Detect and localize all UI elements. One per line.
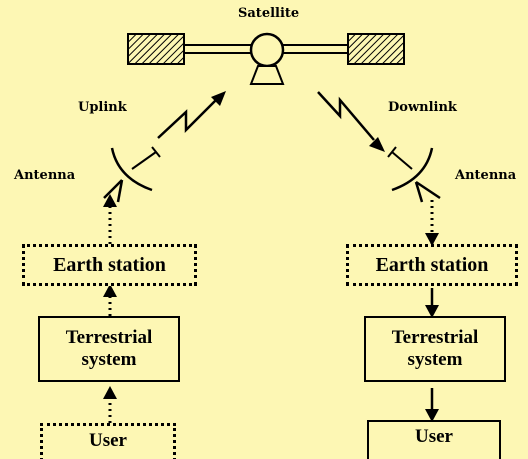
left-terrestrial-system-box: Terrestrial system [38, 316, 180, 382]
right-antenna-label: Antenna [455, 168, 517, 183]
left-antenna-label: Antenna [14, 168, 76, 183]
left-user-box: User [40, 423, 176, 459]
left-terrestrial-line2: system [81, 349, 137, 370]
left-user-label: User [89, 430, 127, 451]
uplink-arrowhead [211, 91, 226, 106]
downlink-arrowhead [369, 137, 385, 152]
left-terrestrial-line1: Terrestrial [65, 327, 153, 349]
right-user-label: User [415, 426, 453, 447]
right-terrestrial-system-box: Terrestrial system [364, 316, 506, 382]
satellite-body [249, 32, 285, 68]
right-user-box: User [367, 420, 501, 459]
left-chain-arrowheads [103, 194, 117, 399]
left-earth-station-label: Earth station [53, 253, 166, 276]
downlink-signal [317, 91, 375, 141]
uplink-label: Uplink [78, 100, 127, 115]
right-chain-arrowheads [425, 233, 439, 422]
right-earth-station-label: Earth station [375, 253, 489, 276]
left-antenna-icon [103, 146, 161, 203]
right-terrestrial-line2: system [407, 349, 463, 370]
satellite-dish [249, 65, 285, 85]
left-earth-station-box: Earth station [22, 244, 197, 286]
satellite-label: Satellite [238, 6, 300, 21]
right-terrestrial-line1: Terrestrial [391, 327, 479, 349]
right-solar-panel [347, 33, 405, 65]
right-antenna-icon [387, 146, 441, 203]
satellite-icon [127, 32, 405, 85]
downlink-label: Downlink [388, 100, 457, 115]
left-solar-panel [127, 33, 185, 65]
uplink-signal [157, 97, 219, 139]
right-earth-station-box: Earth station [346, 244, 518, 286]
